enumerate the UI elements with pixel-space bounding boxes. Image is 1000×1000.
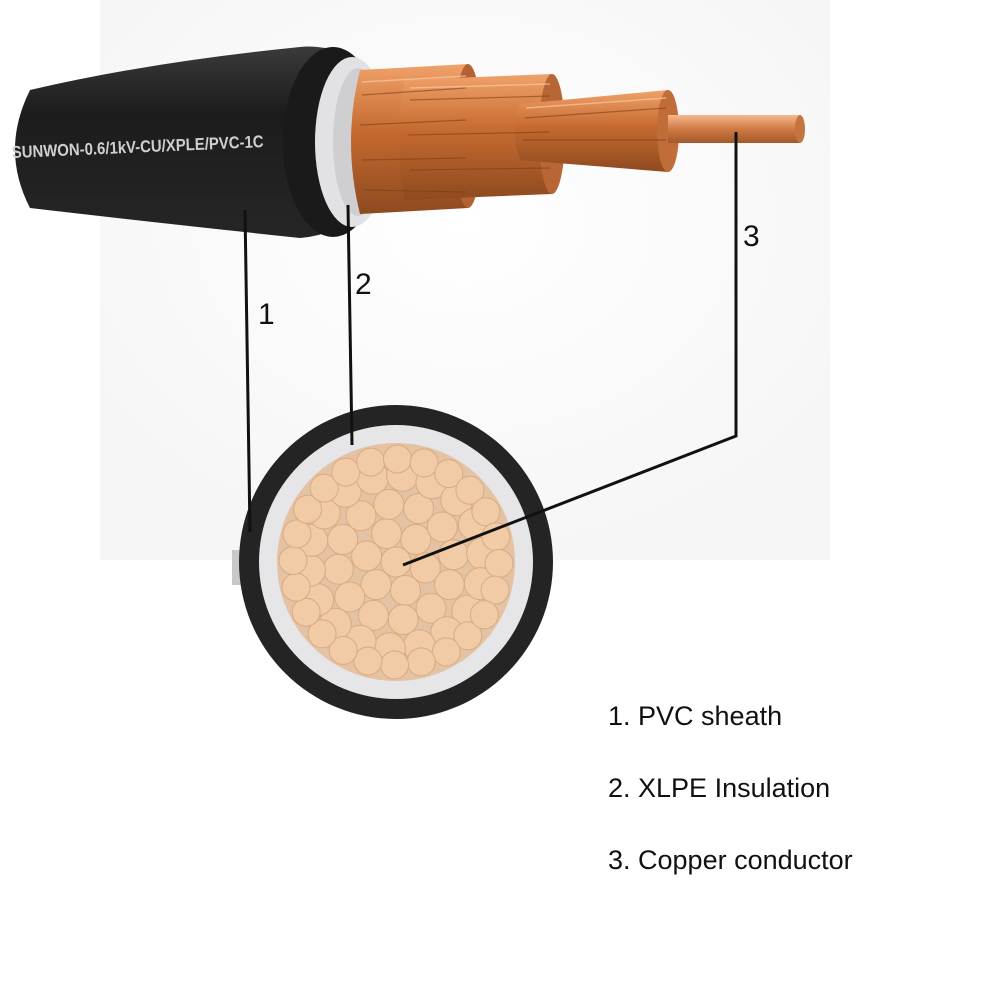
conductor-strand	[282, 519, 312, 549]
conductor-strand	[431, 637, 461, 667]
conductor-strand	[469, 600, 499, 630]
conductor-strand	[291, 597, 321, 627]
conductor-strand	[390, 574, 421, 606]
conductor-strand	[357, 599, 389, 631]
conductor-strand	[353, 646, 383, 676]
conductor-strand	[471, 497, 501, 527]
conductor-strand	[481, 522, 511, 552]
cable-side-view: SUNWON-0.6/1kV-CU/XPLE/PVC-1C	[11, 46, 805, 239]
conductor-strand	[406, 647, 436, 677]
strand-highlights	[361, 75, 667, 109]
callout-number-2: 2	[355, 268, 372, 301]
callout-line-2	[346, 204, 354, 446]
cable-cross-section	[232, 405, 553, 719]
conductor-strand	[400, 524, 432, 555]
conductor-strand	[293, 494, 323, 524]
conductor-strand	[278, 546, 308, 575]
conductor-strand	[380, 650, 409, 680]
copper-rod-end	[795, 115, 805, 143]
conductor-strand	[484, 549, 514, 578]
conductor-strand	[383, 444, 412, 474]
conductor-strand	[281, 572, 311, 602]
conductor-strand	[322, 553, 354, 585]
conductor-strand	[373, 488, 405, 520]
strand-lines	[359, 87, 667, 193]
callout-line-1	[243, 209, 252, 533]
conductor-strands	[278, 444, 514, 680]
conductor-strand	[309, 473, 339, 503]
conductor-strand	[371, 518, 402, 550]
callout-number-1: 1	[258, 298, 275, 331]
conductor-strand	[334, 581, 366, 613]
callout-lines	[243, 132, 738, 567]
conductor-strand	[307, 619, 337, 649]
legend: 1. PVC sheath 2. XLPE Insulation 3. Copp…	[608, 696, 853, 912]
conductor-strand	[328, 635, 358, 665]
conductor-strand	[480, 575, 510, 605]
conductor-strand	[426, 511, 458, 543]
legend-item-pvc-sheath: 1. PVC sheath	[608, 701, 783, 731]
conductor-strand	[351, 540, 383, 572]
conductor-strand	[403, 493, 435, 525]
conductor-strand	[453, 621, 483, 651]
conductor-strand	[356, 447, 386, 477]
conductor-strand	[387, 604, 419, 636]
conductor-strand	[409, 448, 439, 478]
conductor-strand	[331, 457, 361, 487]
conductor-strand	[345, 500, 377, 532]
legend-item-xlpe-insulation: 2. XLPE Insulation	[608, 773, 831, 803]
copper-rod	[668, 115, 800, 143]
conductor-strand	[360, 569, 392, 600]
conductor-strand	[434, 459, 464, 489]
copper-inner-layer	[515, 90, 675, 172]
conductor-strand	[455, 475, 485, 505]
callout-line-3	[402, 132, 738, 567]
conductor-strand	[415, 592, 447, 624]
callout-number-3: 3	[743, 220, 760, 253]
legend-item-copper-conductor: 3. Copper conductor	[608, 845, 853, 875]
